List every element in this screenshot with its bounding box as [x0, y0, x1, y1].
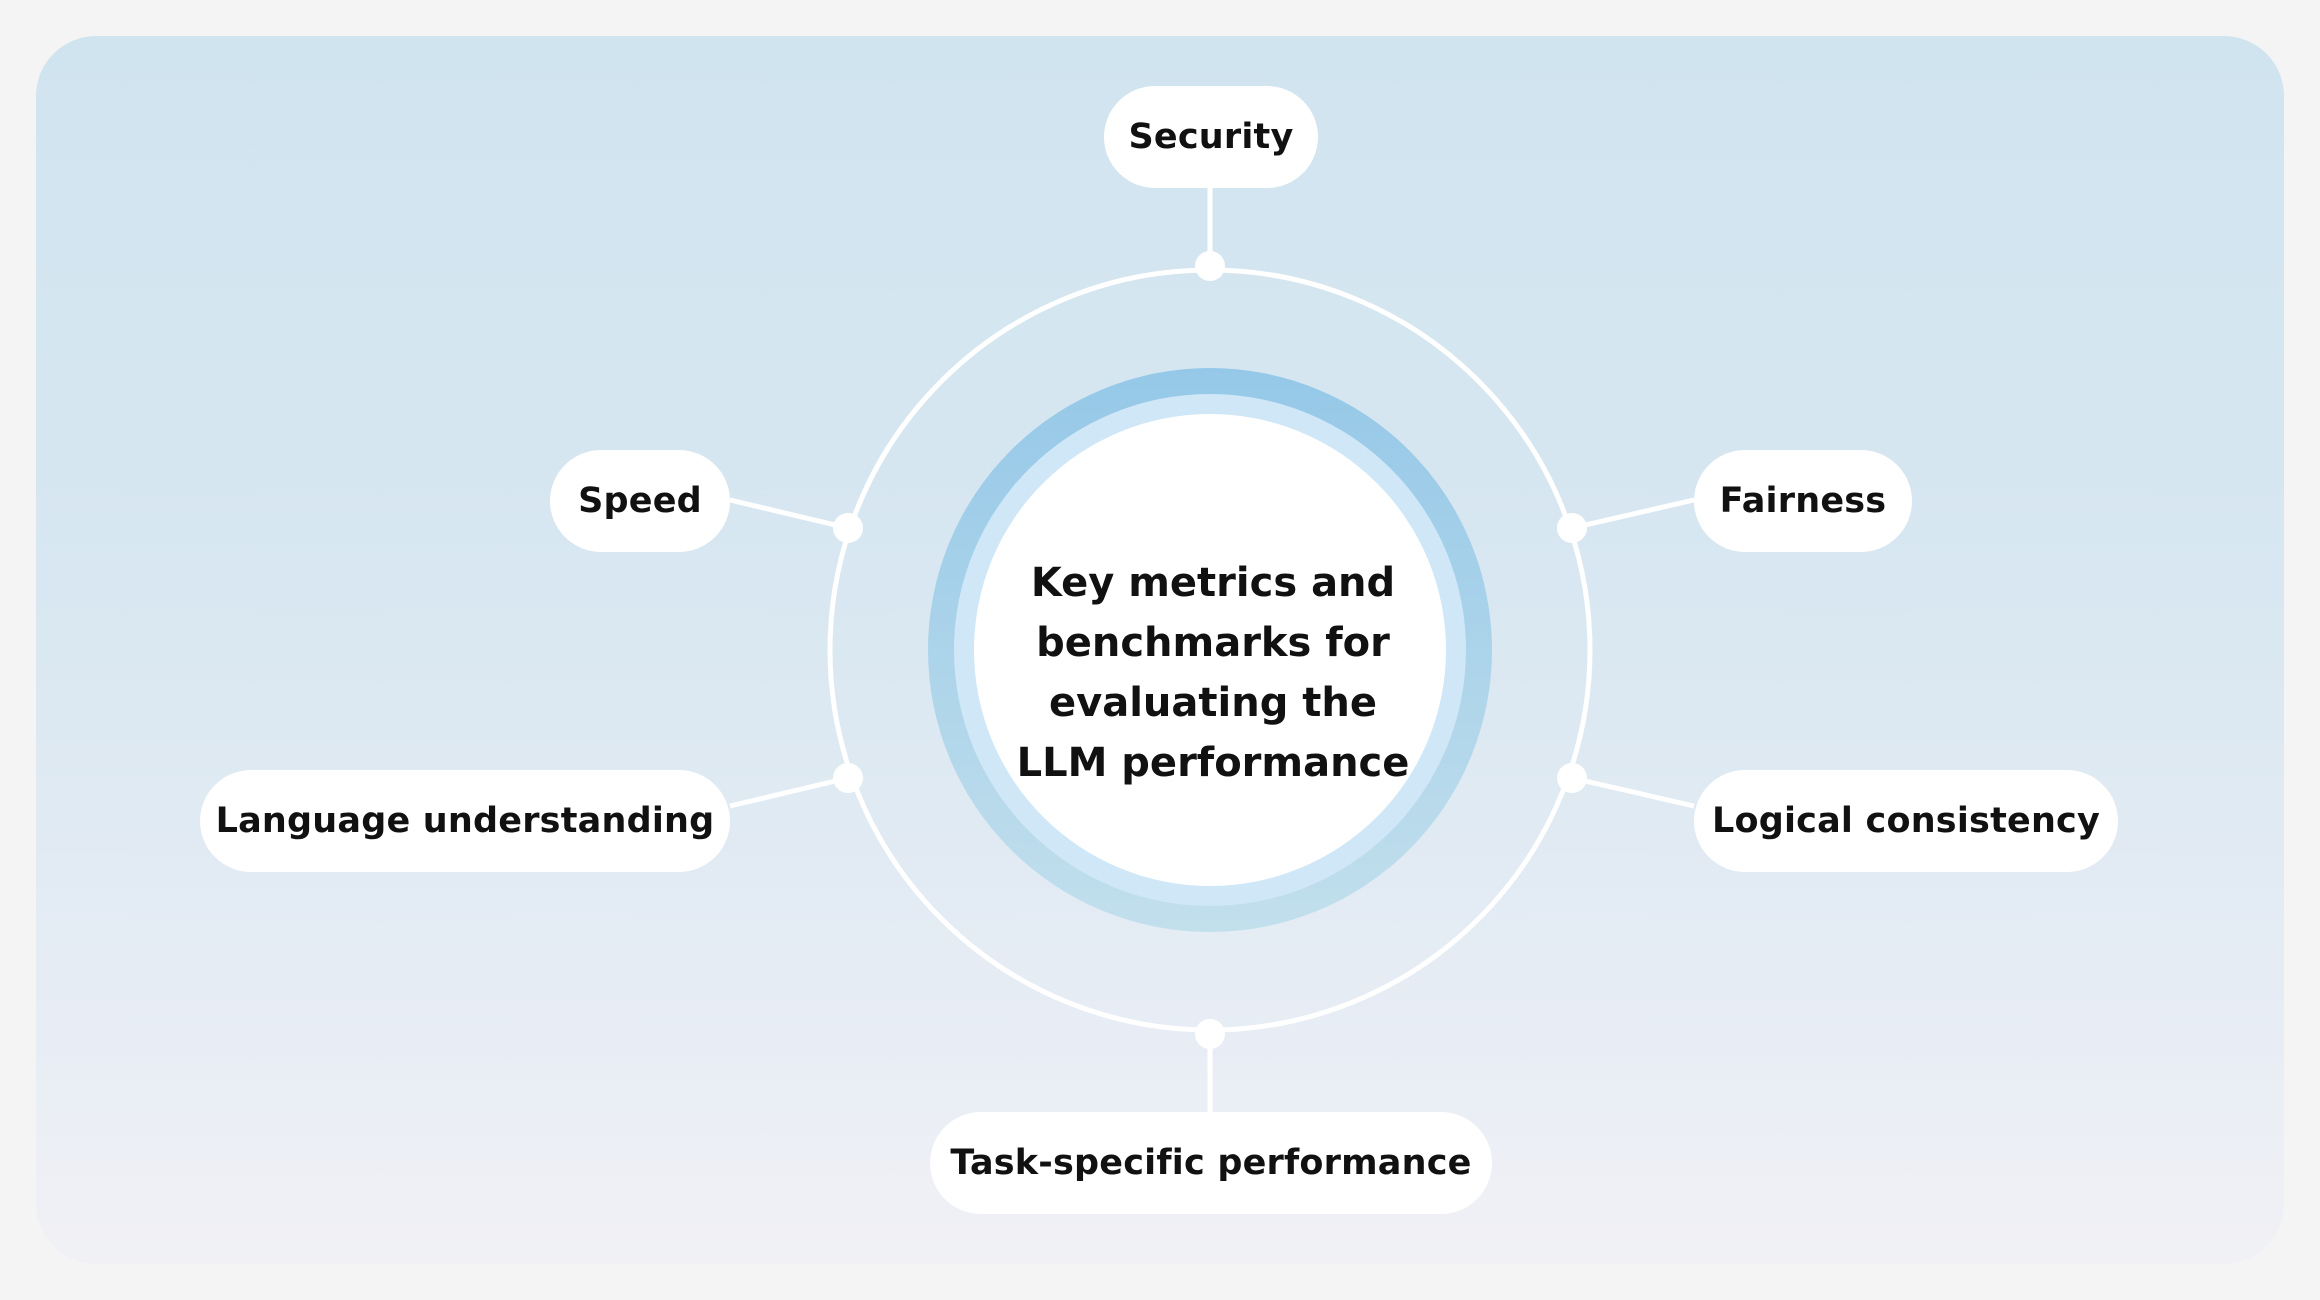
metric-fairness: Fairness — [1694, 450, 1912, 552]
metric-security: Security — [1104, 86, 1318, 188]
connector-dot-speed — [833, 513, 863, 543]
metric-language-understanding: Language understanding — [200, 770, 730, 872]
metric-logical-consistency: Logical consistency — [1694, 770, 2118, 872]
connector-dot-language-understanding — [833, 763, 863, 793]
connector-dot-fairness — [1557, 513, 1587, 543]
connector-dot-task-specific-performance — [1195, 1019, 1225, 1049]
center-title: Key metrics and benchmarks for evaluatin… — [1016, 560, 1410, 786]
connector-dot-logical-consistency — [1557, 763, 1587, 793]
center-disc — [974, 414, 1446, 886]
connector-dot-security — [1195, 251, 1225, 281]
connector-fairness — [1571, 497, 1695, 531]
connector-logical-consistency — [1571, 775, 1695, 809]
metric-task-specific-performance: Task-specific performance — [930, 1112, 1492, 1214]
connector-language-understanding — [729, 775, 849, 809]
connector-speed — [729, 497, 849, 531]
metric-speed: Speed — [550, 450, 730, 552]
